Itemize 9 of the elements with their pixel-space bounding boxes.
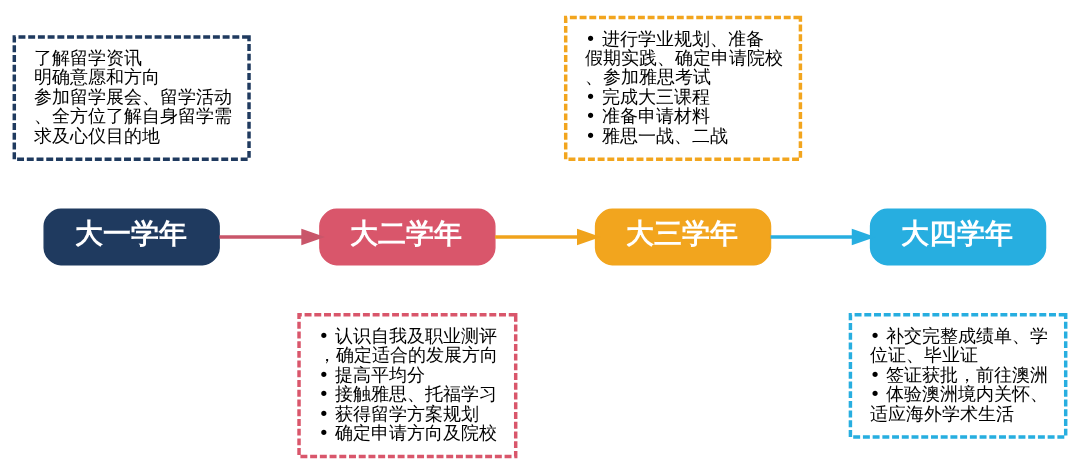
node-box: 了解留学资讯 明确意愿和方向 参加留学展会、留学活动、全方位了解自身留学需求及心仪目的地 bbox=[12, 34, 251, 161]
node-box: 大四学年 bbox=[869, 208, 1047, 265]
arrow bbox=[219, 228, 325, 245]
node-box: 大二学年 bbox=[319, 208, 496, 265]
node-box: • 补交完整成绩单、学位证、毕业证 • 签证获批，前往澳洲 • 体验澳洲境内关怀、适应海外学术生活 bbox=[848, 312, 1068, 439]
node-box: • 进行学业规划、准备假期实践、确定申请院校、参加雅思考试 • 完成大三课程 • 准备申请材料 • 雅思一战、二战 bbox=[563, 15, 803, 161]
node-box: 大三学年 bbox=[594, 208, 772, 265]
node-box: 大一学年 bbox=[43, 208, 220, 265]
node-box: • 认识自我及职业测评，确定适合的发展方向 • 提高平均分 • 接触雅思、托福学习 • 获得留学方案规划 • 确定申请方向及院校 bbox=[297, 312, 518, 458]
